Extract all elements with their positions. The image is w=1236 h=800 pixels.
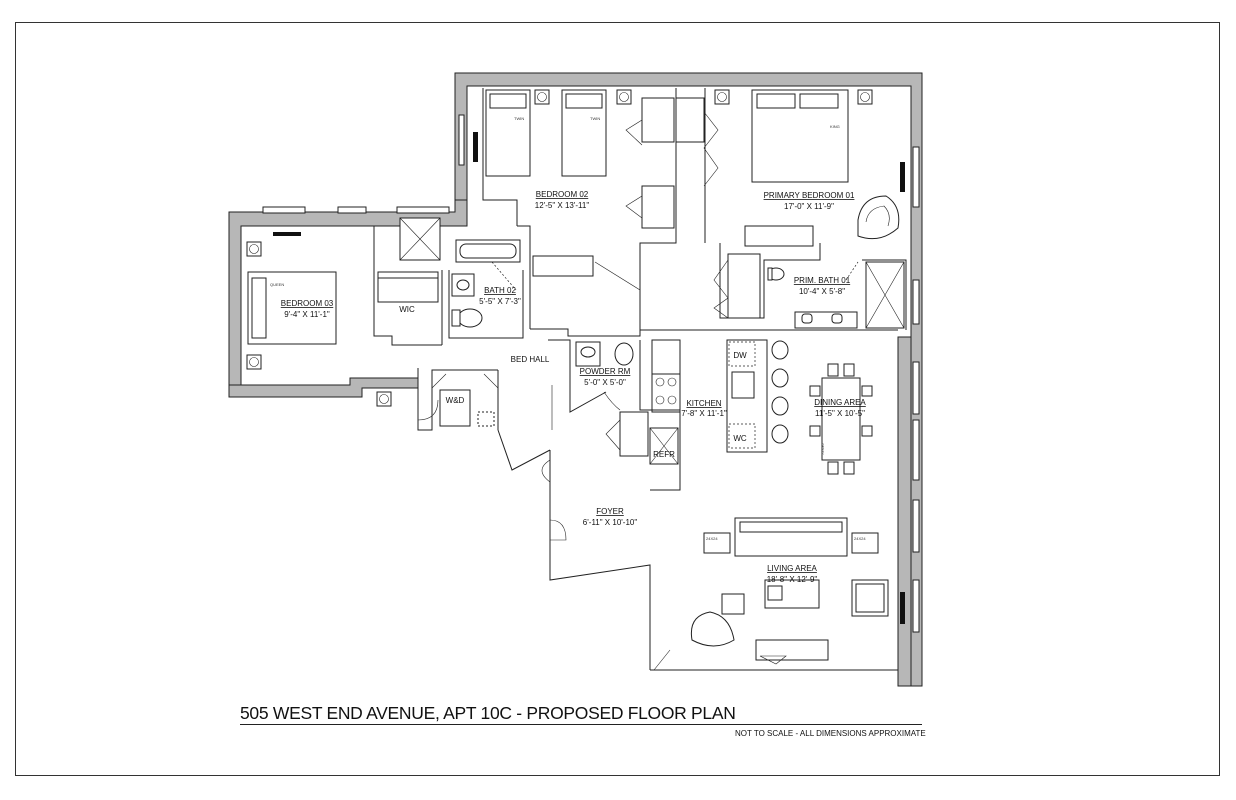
wine-cooler-label: WC: [733, 434, 747, 443]
svg-text:72X36: 72X36: [820, 443, 825, 455]
living-label: LIVING AREA: [767, 564, 817, 573]
kitchen-fixtures: [605, 339, 789, 465]
refrigerator-label: REFR: [653, 450, 675, 459]
room-labels: BEDROOM 02 12'-5" X 13'-11" PRIMARY BEDR…: [281, 190, 867, 584]
interior-walls: [240, 86, 907, 671]
svg-text:KING: KING: [830, 124, 840, 129]
svg-text:TWIN: TWIN: [514, 116, 524, 121]
primary-bedroom-label: PRIMARY BEDROOM 01: [764, 191, 855, 200]
page-border: [15, 22, 1220, 776]
powder-room-fixtures: [551, 341, 634, 430]
wic-label: WIC: [399, 305, 415, 314]
windows: [262, 114, 920, 633]
kitchen-dims: 7'-8" X 11'-1": [681, 409, 727, 418]
laundry: [431, 373, 499, 427]
svg-text:QUEEN: QUEEN: [270, 282, 284, 287]
dining-dims: 11'-5" X 10'-5": [815, 409, 865, 418]
bedroom03-label: BEDROOM 03: [281, 299, 334, 308]
foyer-dims: 6'-11" X 10'-10": [583, 518, 638, 527]
doors: [417, 390, 671, 671]
primary-bath-dims: 10'-4" X 5'-8": [799, 287, 845, 296]
title-divider: [240, 724, 922, 725]
kitchen-label: KITCHEN: [686, 399, 721, 408]
exterior-wall-east-lower: [897, 336, 912, 687]
living-dims: 18'-8" X 12'-9": [767, 575, 818, 584]
dishwasher-label: DW: [733, 351, 747, 360]
hvac-units: [246, 89, 873, 407]
bed-hall-label: BED HALL: [511, 355, 550, 364]
ottoman-right-label: 24X24: [854, 536, 866, 541]
dining-label: DINING AREA: [814, 398, 866, 407]
bedroom02-dims: 12'-5" X 13'-11": [535, 201, 590, 210]
foyer-label: FOYER: [596, 507, 624, 516]
bedroom02-label: BEDROOM 02: [536, 190, 589, 199]
bath02-fixtures: [451, 239, 521, 328]
dining-furniture: 72X36: [809, 363, 873, 475]
bedroom03-dims: 9'-4" X 11'-1": [284, 310, 330, 319]
primary-bedroom-furniture: KING: [713, 89, 900, 319]
bedroom03-furniture: QUEEN: [247, 217, 441, 345]
svg-text:TWIN: TWIN: [590, 116, 600, 121]
plan-title: 505 WEST END AVENUE, APT 10C - PROPOSED …: [240, 703, 736, 723]
scale-note: NOT TO SCALE - ALL DIMENSIONS APPROXIMAT…: [735, 729, 926, 738]
powder-room-label: POWDER RM: [580, 367, 631, 376]
primary-bath-label: PRIM. BATH 01: [794, 276, 851, 285]
fixture-labels: DW WC REFR W&D 24X24 24X24: [446, 351, 867, 541]
bedroom02-furniture: TWIN TWIN: [485, 89, 719, 291]
ottoman-left-label: 24X24: [706, 536, 718, 541]
primary-bath-fixtures: [767, 261, 905, 329]
powder-room-dims: 5'-0" X 5'-0": [584, 378, 626, 387]
living-furniture: [690, 517, 889, 665]
washer-dryer-label: W&D: [446, 396, 465, 405]
primary-bedroom-dims: 17'-0" X 11'-9": [784, 202, 834, 211]
bath02-label: BATH 02: [484, 286, 516, 295]
bath02-dims: 5'-5" X 7'-3": [479, 297, 521, 306]
